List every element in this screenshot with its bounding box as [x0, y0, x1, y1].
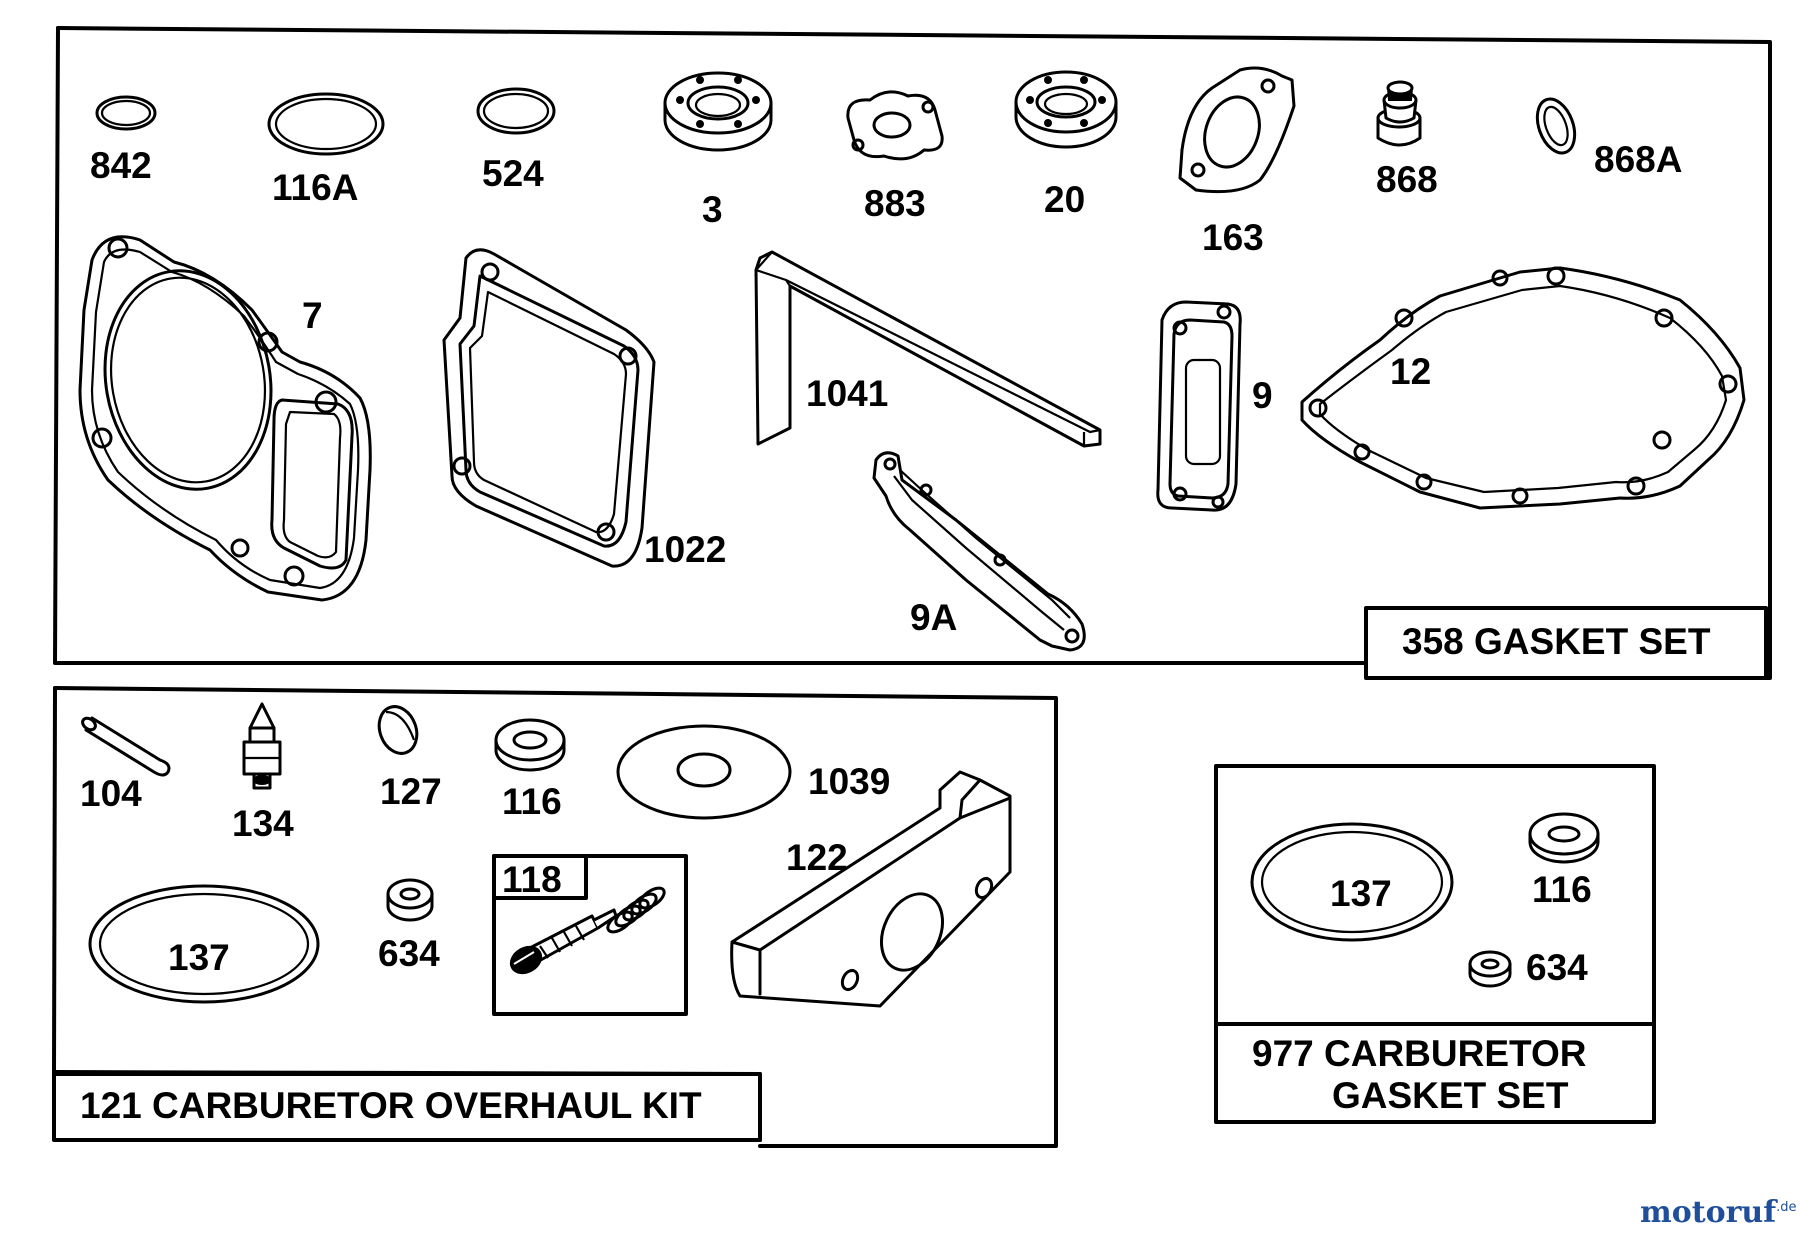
- carb-gasket-label-line2: GASKET SET: [1332, 1075, 1569, 1116]
- part-122-label: 122: [786, 837, 848, 878]
- part-1041-strip-icon: [754, 250, 1102, 448]
- part-1022-label: 1022: [644, 529, 726, 570]
- part-20-oil-seal-icon: [1014, 70, 1118, 149]
- part-9-label: 9: [1252, 375, 1273, 416]
- part-842-o-ring-icon: [95, 95, 157, 131]
- part-1041-label: 1041: [806, 373, 888, 414]
- part-3-oil-seal-icon: [663, 71, 773, 152]
- part-137-ring-icon: [88, 884, 320, 1004]
- carb-overhaul-label-box: [52, 1072, 762, 1142]
- part-137-label: 137: [168, 937, 230, 978]
- part-868-label: 868: [1376, 159, 1438, 200]
- part-3-label: 3: [702, 189, 723, 230]
- watermark-logo: motoruf.de: [1640, 1195, 1797, 1230]
- part-634-washer-icon: [386, 878, 434, 922]
- part-c137-label: 137: [1330, 873, 1392, 914]
- part-116a-label: 116A: [272, 167, 358, 208]
- carb-overhaul-label: 121 CARBURETOR OVERHAUL KIT: [80, 1085, 702, 1126]
- part-134-needle-icon: [242, 702, 282, 790]
- part-116-label: 116: [502, 781, 562, 822]
- part-127-label: 127: [380, 771, 442, 812]
- gasket-set-label: 358 GASKET SET: [1402, 621, 1711, 662]
- part-842-label: 842: [90, 145, 152, 186]
- part-868a-washer-icon: [1535, 97, 1577, 155]
- part-c634-washer-icon: [1468, 950, 1512, 988]
- part-c634-label: 634: [1526, 947, 1588, 988]
- part-883-label: 883: [864, 183, 926, 224]
- part-7-head-gasket-icon: [78, 235, 372, 602]
- part-524-label: 524: [482, 153, 544, 194]
- part-868a-label: 868A: [1594, 139, 1682, 180]
- part-104-label: 104: [80, 773, 142, 814]
- part-634-label: 634: [378, 933, 440, 974]
- part-118-screw-icon: [509, 908, 618, 975]
- part-9a-gasket-icon: [872, 451, 1086, 652]
- gasket-set-panel: 358 GASKET SET 842 116A 524 3: [53, 26, 1772, 680]
- part-116a-ring-icon: [267, 92, 385, 156]
- part-116-washer-icon: [494, 718, 566, 772]
- part-1039-label: 1039: [808, 761, 890, 802]
- watermark-tld: .de: [1776, 1200, 1797, 1215]
- part-12-crankcase-gasket-icon: [1300, 266, 1746, 510]
- part-163-label: 163: [1202, 217, 1264, 258]
- carburetor-gasket-set-panel: 977 CARBURETOR GASKET SET 137 116 634: [1214, 764, 1656, 1124]
- part-104-pin-icon: [81, 716, 171, 777]
- watermark-brand: motoruf: [1640, 1195, 1777, 1230]
- part-524-ring-icon: [476, 87, 556, 135]
- part-883-gasket-icon: [846, 90, 944, 161]
- gasket-set-label-box: [1364, 606, 1768, 680]
- carb-gasket-label-line1: 977 CARBURETOR: [1252, 1033, 1586, 1074]
- part-868-fitting-icon: [1376, 80, 1422, 147]
- part-1022-cover-gasket-icon: [442, 248, 656, 568]
- part-c116-washer-icon: [1528, 812, 1600, 864]
- part-20-label: 20: [1044, 179, 1085, 220]
- part-c137-ring-icon: [1250, 822, 1454, 942]
- part-118-label: 118: [502, 859, 562, 900]
- part-9a-label: 9A: [910, 597, 957, 638]
- part-127-plug-icon: [377, 705, 419, 755]
- part-c116-label: 116: [1532, 869, 1592, 910]
- part-163-gasket-icon: [1178, 66, 1296, 194]
- part-12-label: 12: [1390, 351, 1431, 392]
- part-134-label: 134: [232, 803, 294, 844]
- carburetor-overhaul-kit-panel: 121 CARBURETOR OVERHAUL KIT 104 134 127: [52, 686, 1058, 1148]
- part-9-gasket-icon: [1156, 300, 1242, 512]
- part-7-label: 7: [302, 295, 323, 336]
- part-122-spacer-icon: [730, 770, 1012, 1008]
- part-118-screw-spring-box: 118: [492, 854, 688, 1016]
- part-1039-diaphragm-icon: [616, 724, 792, 820]
